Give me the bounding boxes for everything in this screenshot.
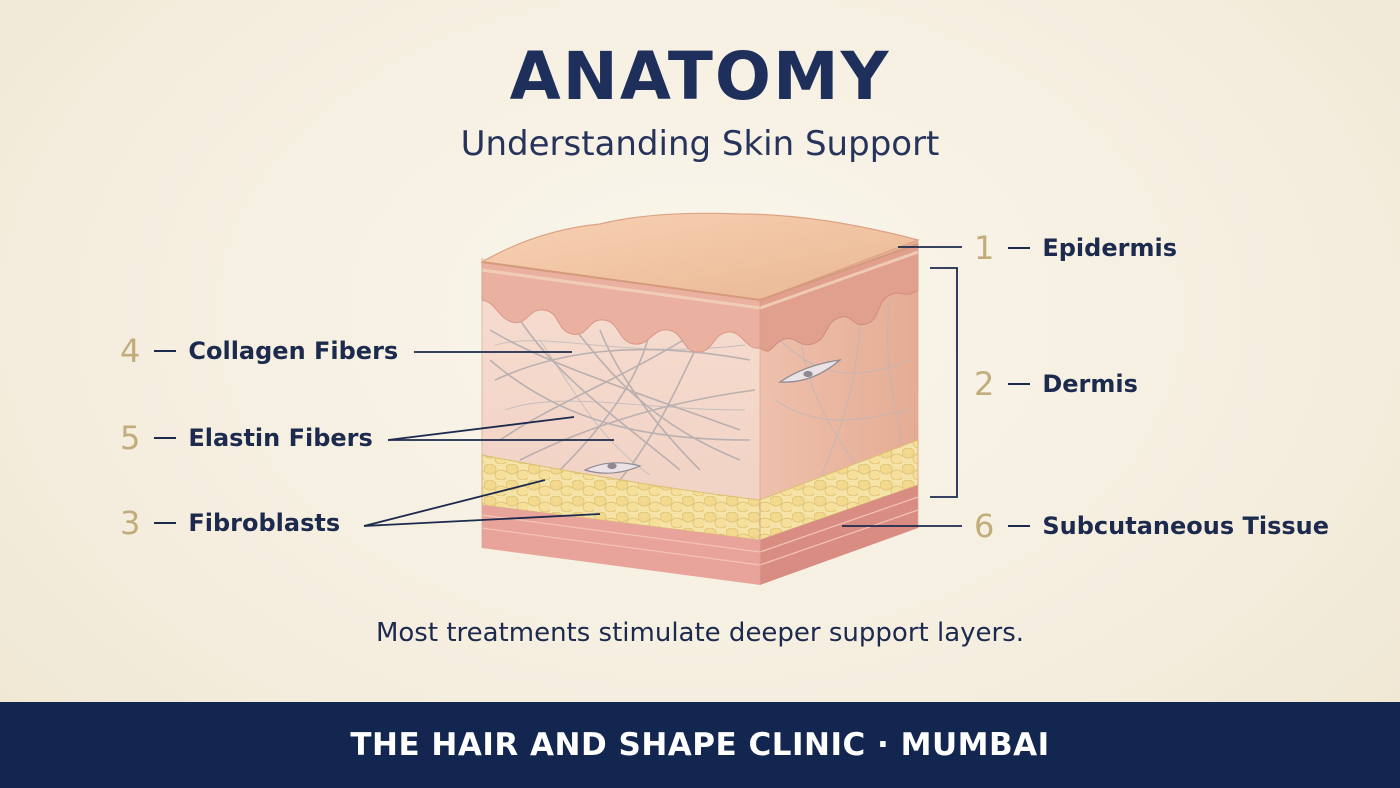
footer-text: THE HAIR AND SHAPE CLINIC · MUMBAI [350,727,1050,763]
label-dash [1008,383,1031,385]
label-dash [1008,525,1031,527]
label-number: 1 [974,229,995,267]
label-text: Dermis [1042,370,1138,398]
label-dermis: 2 Dermis [974,364,1138,404]
label-dash [154,350,177,352]
label-number: 3 [120,504,141,542]
label-number: 2 [974,365,995,403]
label-number: 5 [120,419,141,457]
epidermis-side-band [759,243,919,352]
label-epidermis: 1 Epidermis [974,228,1177,268]
leader-elastin-a [387,416,575,441]
label-elastin-fibers: 5 Elastin Fibers [120,418,373,458]
label-text: Elastin Fibers [188,424,373,452]
label-number: 4 [120,332,141,370]
page-subtitle: Understanding Skin Support [460,124,940,164]
epidermis-front-band [481,261,761,353]
skin-surface-top [480,212,920,301]
label-text: Fibroblasts [188,509,341,537]
label-dash [1008,247,1031,249]
leader-fibroblasts-b [363,513,601,527]
label-text: Subcutaneous Tissue [1042,512,1329,540]
footer-banner: THE HAIR AND SHAPE CLINIC · MUMBAI [0,702,1400,788]
bracket-dermis [930,267,958,498]
page-title: ANATOMY [509,38,891,115]
subcutaneous-base-side [760,485,918,585]
leader-fibroblasts-a [363,479,546,527]
label-collagen-fibers: 4 Collagen Fibers [120,331,398,371]
label-dash [154,522,177,524]
label-text: Collagen Fibers [188,337,399,365]
label-dash [154,437,177,439]
label-number: 6 [974,507,995,545]
label-subcutaneous-tissue: 6 Subcutaneous Tissue [974,506,1329,546]
label-text: Epidermis [1042,234,1177,262]
label-fibroblasts: 3 Fibroblasts [120,503,340,543]
diagram-caption: Most treatments stimulate deeper support… [375,618,1025,648]
subcutaneous-base-front [482,505,760,585]
